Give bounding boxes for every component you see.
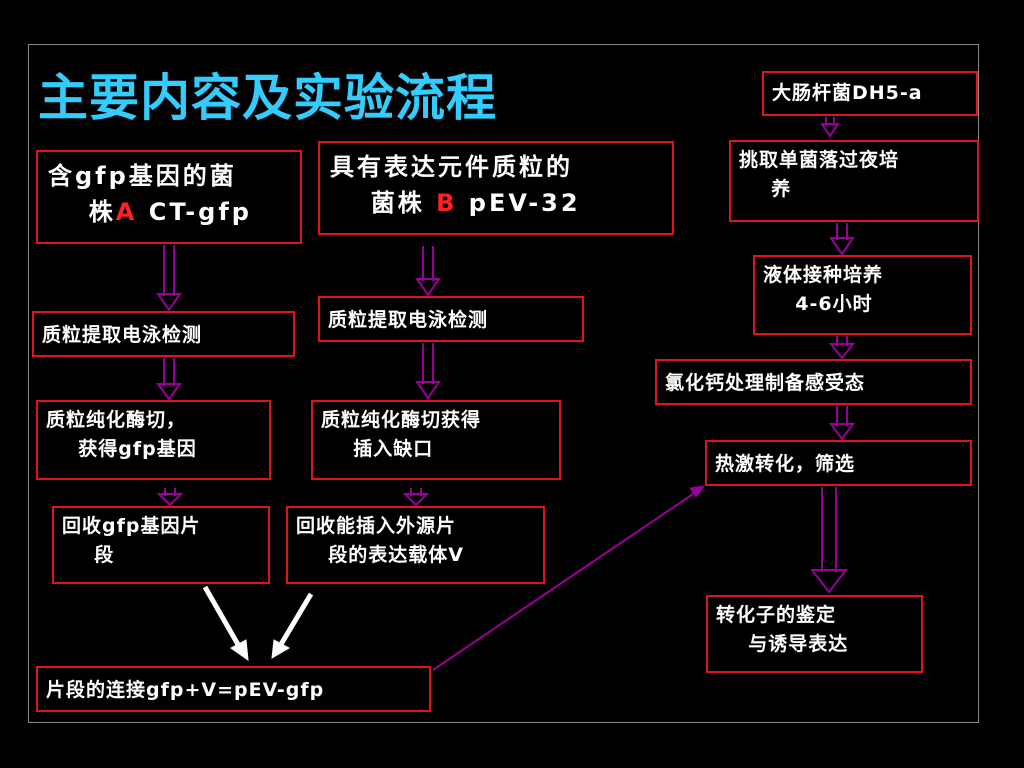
arrow-white-left-icon [202,585,249,662]
strain-b-box: 具有表达元件质粒的 菌株 B pEV-32 [318,141,674,235]
strain-a-line2c: CT-gfp [137,198,252,226]
cacl2-text: 氯化钙处理制备感受态 [665,372,866,394]
slide-title: 主要内容及实验流程 [38,69,497,127]
arrow-c4-icon [829,406,855,441]
liquid-culture-box: 液体接种培养 4-6小时 [753,255,972,335]
recover-a-line2: 段 [94,544,115,567]
ligation-text: 片段的连接gfp+V=pEV-gfp [46,679,325,701]
strain-a-box: 含gfp基因的菌 株A CT-gfp [36,150,302,244]
strain-b-line2a: 菌株 [370,189,437,217]
strain-a-line2a: 株 [88,198,116,226]
cacl2-box: 氯化钙处理制备感受态 [655,359,972,405]
purify-a-line2: 获得gfp基因 [78,438,197,461]
arrow-c5-icon [809,487,849,594]
extract-a-box: 质粒提取电泳检测 [32,311,295,357]
purify-a-box: 质粒纯化酶切， 获得gfp基因 [36,400,271,480]
recover-a-line1: 回收gfp基因片 [62,515,201,537]
recover-b-line1: 回收能插入外源片 [296,515,457,537]
arrow-c1-icon [820,117,840,138]
ligation-box: 片段的连接gfp+V=pEV-gfp [36,666,431,712]
arrow-a2-icon [156,358,182,401]
extract-b-text: 质粒提取电泳检测 [328,309,489,331]
arrow-b1-icon [415,246,441,297]
liquid-culture-line2: 4-6小时 [795,293,873,316]
identify-line1: 转化子的鉴定 [716,604,837,626]
slide-frame [28,44,979,723]
arrow-a3-icon [156,488,184,507]
pick-colony-line1: 挑取单菌落过夜培 [739,149,900,171]
identify-box: 转化子的鉴定 与诱导表达 [706,595,923,673]
recover-b-box: 回收能插入外源片 段的表达载体V [286,506,545,584]
extract-a-text: 质粒提取电泳检测 [42,324,203,346]
ecoli-text: 大肠杆菌DH5-a [772,82,923,104]
arrow-white-right-icon [271,592,314,659]
heatshock-box: 热激转化，筛选 [705,440,972,486]
purify-a-line1: 质粒纯化酶切， [46,409,187,431]
pick-colony-box: 挑取单菌落过夜培 养 [729,140,979,222]
purify-b-box: 质粒纯化酶切获得 插入缺口 [311,400,561,480]
heatshock-text: 热激转化，筛选 [715,453,856,475]
extract-b-box: 质粒提取电泳检测 [318,296,584,342]
recover-b-line2: 段的表达载体V [328,544,465,567]
pick-colony-line2: 养 [771,178,792,201]
identify-line2: 与诱导表达 [748,633,849,656]
recover-a-box: 回收gfp基因片 段 [52,506,270,584]
strain-b-line1: 具有表达元件质粒的 [330,153,573,181]
arrow-c2-icon [829,223,855,256]
purify-b-line2: 插入缺口 [353,438,434,461]
strain-b-line2c: pEV-32 [457,189,581,217]
purify-b-line1: 质粒纯化酶切获得 [321,409,482,431]
arrow-b3-icon [402,488,430,507]
strain-b-label: B [436,189,458,217]
strain-a-line2: 株A CT-gfp [48,194,290,230]
strain-b-line2: 菌株 B pEV-32 [330,185,662,221]
ecoli-box: 大肠杆菌DH5-a [762,71,978,116]
arrow-a1-icon [156,245,182,312]
strain-a-line1: 含gfp基因的菌 [48,162,237,190]
liquid-culture-line1: 液体接种培养 [763,264,884,286]
arrow-b2-icon [415,343,441,400]
arrow-c3-icon [828,336,856,360]
arrow-diagonal-icon [432,485,706,671]
strain-a-label: A [115,198,138,226]
